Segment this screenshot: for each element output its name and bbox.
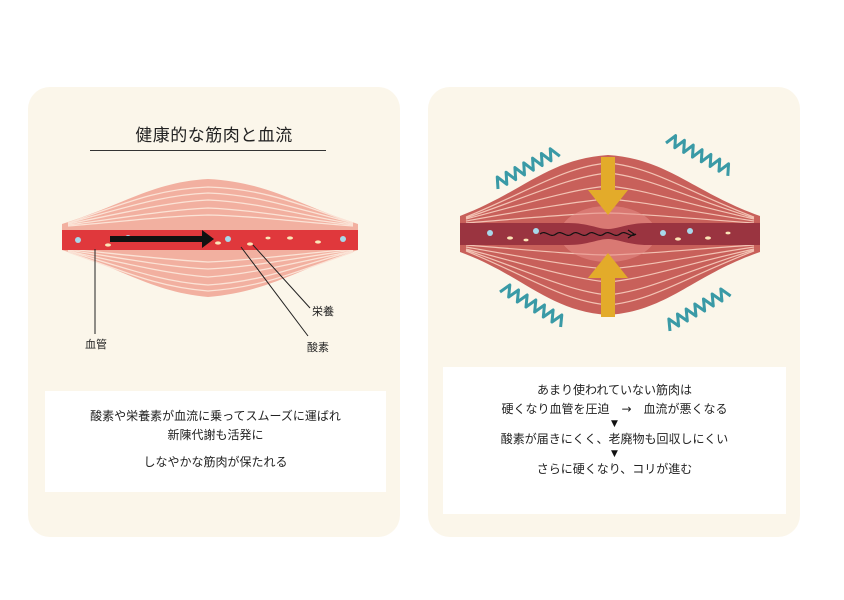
oxygen-dot — [687, 228, 693, 234]
nutrient-dot — [507, 236, 513, 240]
stiff-muscle-panel: あまり使われていない筋肉は 硬くなり血管を圧迫 → 血流が悪くなる ▼ 酸素が届… — [428, 87, 800, 537]
tension-squiggle — [667, 287, 732, 332]
blood-particles — [487, 228, 731, 242]
description-line: 硬くなり血管を圧迫 → 血流が悪くなる — [501, 402, 728, 416]
nutrient-dot — [105, 243, 111, 247]
description-line: あまり使われていない筋肉は — [536, 383, 693, 397]
healthy-description-box: 酸素や栄養素が血流に乗ってスムーズに運ばれ 新陳代謝も活発に しなやかな筋肉が保… — [45, 391, 386, 492]
description-line: さらに硬くなり、コリが進む — [536, 462, 693, 476]
nutrient-label: 栄養 — [312, 305, 334, 318]
tension-squiggle — [499, 283, 564, 328]
description-line: 酸素や栄養素が血流に乗ってスムーズに運ばれ — [90, 409, 341, 423]
pressure-arrow-down — [588, 157, 628, 215]
oxygen-dot — [75, 237, 81, 243]
healthy-panel-title: 健康的な筋肉と血流 — [135, 126, 293, 146]
muscle-fibers — [67, 186, 354, 292]
nutrient-dot — [287, 236, 293, 240]
impeded-flow-arrow — [539, 229, 637, 239]
nutrient-dot — [315, 240, 321, 244]
healthy-muscle-panel: 健康的な筋肉と血流 — [28, 87, 400, 537]
oxygen-label: 酸素 — [307, 341, 329, 354]
stiff-muscle-illustration — [460, 134, 760, 332]
oxygen-dot — [660, 230, 666, 236]
description-line: 新陳代謝も活発に — [167, 428, 264, 442]
tension-squiggles — [495, 134, 732, 332]
title-underline — [90, 150, 326, 151]
pressure-arrow-up — [588, 253, 628, 317]
nutrient-dot — [675, 237, 681, 241]
down-triangle-icon: ▼ — [611, 449, 618, 459]
healthy-muscle-illustration — [62, 179, 358, 337]
tension-squiggle — [665, 134, 731, 176]
tension-squiggle — [495, 147, 561, 190]
nutrient-dot — [705, 236, 711, 240]
oxygen-dot — [225, 236, 231, 242]
oxygen-dot — [487, 230, 493, 236]
oxygen-dot — [340, 236, 346, 242]
nutrient-dot — [247, 242, 253, 246]
nutrient-dot — [215, 241, 221, 245]
down-triangle-icon: ▼ — [611, 419, 618, 429]
description-line: しなやかな筋肉が保たれる — [143, 455, 288, 469]
nutrient-dot — [725, 231, 731, 235]
blood-flow-arrow — [110, 230, 214, 248]
label-leader-lines — [94, 244, 311, 337]
nutrient-dot — [265, 236, 271, 240]
oxygen-dot — [533, 228, 539, 234]
nutrient-dot — [523, 238, 529, 242]
stiff-description-box: あまり使われていない筋肉は 硬くなり血管を圧迫 → 血流が悪くなる ▼ 酸素が届… — [443, 367, 786, 514]
vessel-label: 血管 — [85, 338, 107, 351]
description-line: 酸素が届きにくく、老廃物も回収しにくい — [500, 432, 729, 446]
